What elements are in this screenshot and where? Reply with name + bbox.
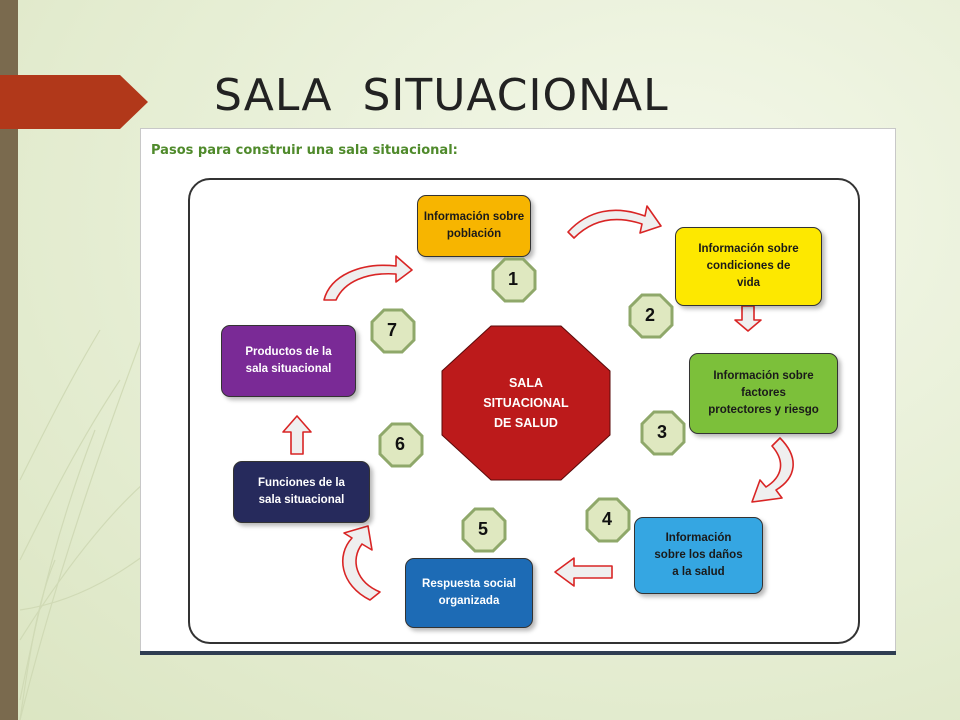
step-number-2: 2 xyxy=(644,305,655,325)
step-box-7-text: Productos de la sala situacional xyxy=(245,344,331,378)
step-1-line-2: población xyxy=(446,228,502,240)
octagon-badge-icon xyxy=(640,410,686,456)
step-badge-5: 5 xyxy=(461,507,507,553)
step-3-line-2: factores xyxy=(741,387,786,399)
step-box-2-text: Información sobre condiciones de vida xyxy=(698,241,798,292)
step-box-5-text: Respuesta social organizada xyxy=(422,576,516,610)
step-number-6: 6 xyxy=(394,434,405,454)
step-number-3: 3 xyxy=(656,422,667,442)
step-4-line-2: sobre los daños xyxy=(654,549,743,561)
step-4-line-3: a la salud xyxy=(672,566,725,578)
step-3-line-3: protectores y riesgo xyxy=(708,404,819,416)
step-6-line-2: sala situacional xyxy=(258,494,345,506)
octagon-badge-icon xyxy=(491,257,537,303)
step-box-6-text: Funciones de la sala situacional xyxy=(258,475,345,509)
step-box-7: Productos de la sala situacional xyxy=(221,325,356,397)
octagon-badge-icon xyxy=(585,497,631,543)
step-box-3: Información sobre factores protectores y… xyxy=(689,353,838,434)
step-5-line-1: Respuesta social xyxy=(422,578,516,590)
panel-bottom-border xyxy=(140,651,896,655)
octagon-badge-icon xyxy=(378,422,424,468)
octagon-shape-icon xyxy=(441,325,611,481)
step-badge-2: 2 xyxy=(628,293,674,339)
step-number-1: 1 xyxy=(507,269,518,289)
step-box-4-text: Información sobre los daños a la salud xyxy=(654,530,742,581)
octagon-badge-icon xyxy=(461,507,507,553)
step-6-line-1: Funciones de la xyxy=(258,477,345,489)
step-box-2: Información sobre condiciones de vida xyxy=(675,227,822,306)
diagram-heading: Pasos para construir una sala situaciona… xyxy=(151,143,458,158)
step-box-1-text: Información sobre población xyxy=(424,209,524,243)
step-box-3-text: Información sobre factores protectores y… xyxy=(708,368,819,419)
step-2-line-3: vida xyxy=(736,277,760,289)
diagram-frame xyxy=(188,178,860,644)
step-3-line-1: Información sobre xyxy=(713,370,814,382)
octagon-badge-icon xyxy=(370,308,416,354)
step-7-line-2: sala situacional xyxy=(245,363,332,375)
step-box-5: Respuesta social organizada xyxy=(405,558,533,628)
step-box-1: Información sobre población xyxy=(417,195,531,257)
step-box-4: Información sobre los daños a la salud xyxy=(634,517,763,594)
step-2-line-2: condiciones de xyxy=(706,260,791,272)
step-badge-6: 6 xyxy=(378,422,424,468)
step-badge-7: 7 xyxy=(370,308,416,354)
slide-title: SALA SITUACIONAL xyxy=(214,70,669,121)
step-number-5: 5 xyxy=(477,519,488,539)
step-number-4: 4 xyxy=(601,509,612,529)
title-accent-tab xyxy=(0,75,148,129)
center-label: SALA SITUACIONAL DE SALUD xyxy=(483,376,569,430)
octagon-badge-icon xyxy=(628,293,674,339)
step-box-6: Funciones de la sala situacional xyxy=(233,461,370,523)
center-octagon: SALA SITUACIONAL DE SALUD xyxy=(441,325,611,481)
left-accent-bar xyxy=(0,0,18,720)
step-4-line-1: Información xyxy=(665,532,732,544)
step-2-line-1: Información sobre xyxy=(698,243,799,255)
step-5-line-2: organizada xyxy=(438,595,500,607)
step-number-7: 7 xyxy=(386,320,397,340)
step-1-line-1: Información sobre xyxy=(423,211,525,223)
step-7-line-1: Productos de la xyxy=(245,346,332,358)
step-badge-3: 3 xyxy=(640,410,686,456)
step-badge-4: 4 xyxy=(585,497,631,543)
step-badge-1: 1 xyxy=(491,257,537,303)
